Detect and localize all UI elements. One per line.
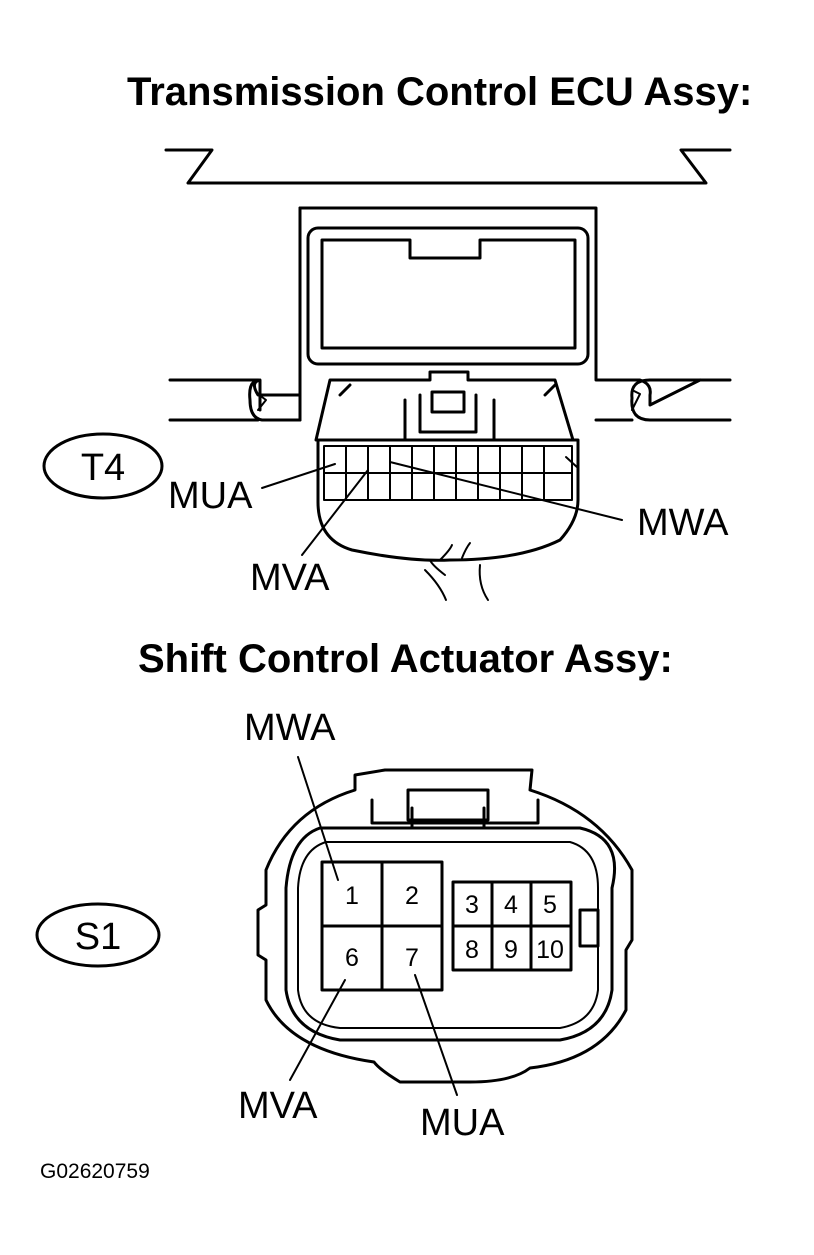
ecu-connector-t4: [314, 370, 580, 601]
pin-3-label: 3: [465, 891, 479, 919]
ecu-mwa-label: MWA: [637, 502, 729, 544]
ecu-mua-label: MUA: [168, 475, 253, 517]
ecu-housing: [164, 148, 732, 422]
s1-connector-badge: S1: [35, 902, 161, 968]
pin-8-label: 8: [465, 936, 479, 964]
pin-7-label: 7: [405, 944, 419, 972]
t4-connector-badge: T4: [42, 432, 164, 500]
actuator-mva-label: MVA: [238, 1085, 318, 1127]
ecu-upper-slot: [306, 226, 590, 366]
pin-2-label: 2: [405, 882, 419, 910]
pin-6-label: 6: [345, 944, 359, 972]
s1-id-text: S1: [75, 916, 121, 958]
pin-10-label: 10: [536, 936, 564, 964]
mva-leader-line: [301, 469, 369, 556]
mwa-pin-mark: [565, 456, 579, 469]
act-mva-leader-line: [289, 979, 346, 1081]
act-mwa-leader-line: [297, 756, 339, 881]
pin-4-label: 4: [504, 891, 518, 919]
act-mua-leader-line: [414, 974, 458, 1096]
mua-leader-line: [261, 463, 336, 489]
pin-9-label: 9: [504, 936, 518, 964]
t4-id-text: T4: [81, 447, 125, 489]
mwa-leader-line: [389, 461, 623, 521]
figure-code: G02620759: [40, 1160, 150, 1183]
actuator-mua-label: MUA: [420, 1102, 505, 1144]
pin-1-label: 1: [345, 882, 359, 910]
actuator-mwa-label: MWA: [244, 707, 336, 749]
ecu-title: Transmission Control ECU Assy:: [127, 70, 752, 114]
actuator-title: Shift Control Actuator Assy:: [138, 637, 673, 681]
ecu-mva-label: MVA: [250, 557, 330, 599]
actuator-connector-s1: [256, 768, 634, 1084]
pin-5-label: 5: [543, 891, 557, 919]
